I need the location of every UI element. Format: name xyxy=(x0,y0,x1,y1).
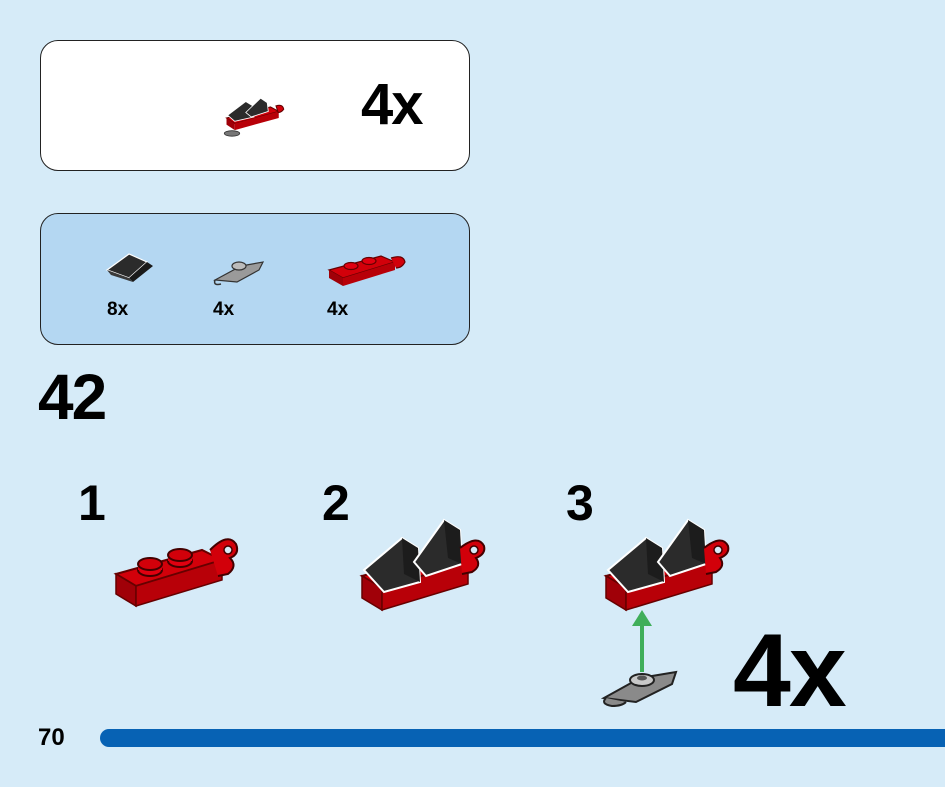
substep-number-2: 2 xyxy=(322,475,350,531)
part-count-black-slope: 8x xyxy=(107,299,129,320)
substep-number-3: 3 xyxy=(566,475,594,531)
result-box: 4x xyxy=(40,40,470,171)
black-slope-part-icon xyxy=(105,253,153,282)
part-count-grey-clip: 4x xyxy=(213,299,235,320)
progress-bar xyxy=(100,729,945,747)
red-clip-plate-part-icon xyxy=(327,255,406,286)
step-number: 42 xyxy=(38,361,107,433)
grey-clip-part-icon xyxy=(212,261,265,286)
substep-1-red-plate-image xyxy=(113,538,239,608)
substep-3-assembly-image xyxy=(600,518,730,708)
step-multiplier: 4x xyxy=(733,613,847,729)
substep-2-assembly-image xyxy=(359,518,486,612)
substep-number-1: 1 xyxy=(78,475,106,531)
result-subassembly-image xyxy=(223,97,285,137)
page-number: 70 xyxy=(38,724,65,751)
result-multiplier: 4x xyxy=(361,72,423,137)
part-count-red-clip-plate: 4x xyxy=(327,299,349,320)
parts-list-box: 8x 4x 4x xyxy=(40,213,470,345)
